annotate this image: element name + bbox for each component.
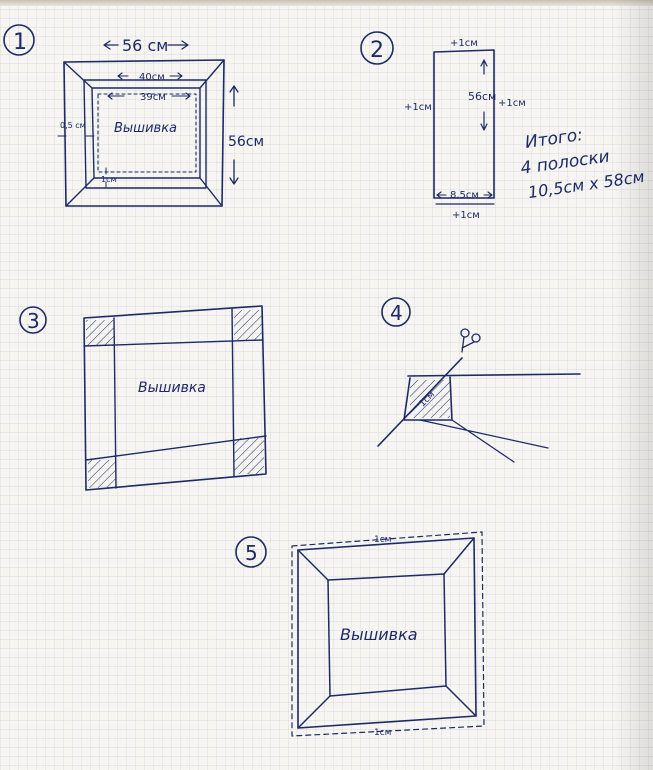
sketch1-top-arrows: [103, 40, 189, 50]
sketch2-length-arrows: [480, 59, 488, 131]
sketch1-right-arrows: [229, 85, 239, 185]
sketch1-inner-width: 40см: [139, 72, 165, 83]
sketch4-hatched-corner: [410, 380, 450, 418]
sketch1-embroidery-arrows: [107, 92, 191, 100]
sketch4-fold-lines: [419, 419, 549, 463]
sketch1-outer-width: 56 см: [122, 36, 168, 55]
sketch2-total-line1: Итого:: [524, 125, 584, 153]
step-4-number: 4: [390, 301, 403, 325]
sketch2-strip: [433, 49, 495, 199]
sketch5-dashed-outline: [291, 531, 485, 737]
step-1-number: 1: [13, 30, 27, 55]
sketch4-cut-line: [377, 357, 463, 447]
scissors-icon: [460, 328, 481, 353]
sketch1-embroidery-width: 39см: [140, 92, 166, 103]
sketch3-outer-frame: [83, 305, 267, 491]
sketch1-embroidery-dashed: [97, 93, 197, 173]
sketch2-length: 56см: [468, 90, 496, 103]
step-4-circle: [381, 297, 411, 327]
sketch5-embroidery-label: Вышивка: [340, 625, 418, 644]
sketch-1: 1 56 см 40см 39см Вышивка 0,5 см 1см 56с…: [3, 24, 264, 207]
sketch3-corner-tl: [86, 320, 114, 346]
sketch-4: 4 1см: [377, 297, 581, 463]
step-5-circle: [235, 536, 267, 568]
sketch2-width: 8,5см: [450, 190, 479, 201]
sketch2-right-allowance: +1см: [498, 98, 526, 109]
sketch5-top-allowance: 1см: [374, 535, 391, 545]
sketch2-total-note: Итого: 4 полоски 10,5см х 58см: [519, 125, 645, 202]
sketch1-side-margin: 0,5 см: [60, 121, 86, 130]
sketch2-bottom-allowance: +1см: [452, 210, 480, 221]
step-2-circle: [360, 31, 394, 65]
sketch4-strip-edge: [403, 373, 581, 421]
paper-top-edge: [0, 0, 653, 6]
step-2-number: 2: [370, 38, 384, 63]
step-3-circle: [19, 306, 47, 334]
sketch-2: 2 +1см +1см +1см 56см 8,5см +1см Итого: …: [360, 31, 646, 221]
sketch1-mitre-lines: [63, 59, 225, 207]
sketch3-corner-br: [234, 438, 264, 474]
sketch3-corner-tr: [234, 310, 262, 340]
step-1-circle: [3, 24, 35, 56]
sketch5-bottom-allowance: 1см: [374, 728, 391, 738]
sketch2-left-allowance: +1см: [404, 102, 432, 113]
sketch3-embroidery-label: Вышивка: [138, 380, 206, 396]
sketch2-top-allowance: +1см: [450, 38, 478, 49]
sketch3-strip-lines: [83, 307, 267, 489]
sketch1-bottom-margin: 1см: [101, 175, 117, 184]
sketch1-embroidery-label: Вышивка: [114, 121, 177, 136]
sketch3-corner-bl: [88, 460, 116, 488]
sketch5-mitre-lines: [297, 537, 477, 729]
sketch2-width-arrows: [436, 191, 493, 199]
paper-edge-shadow: [613, 0, 653, 770]
sketch1-inner-arrows: [117, 72, 183, 80]
step-3-number: 3: [27, 309, 40, 333]
sketch1-middle-frame: [83, 79, 207, 189]
step-5-number: 5: [245, 541, 258, 565]
sketch-3: 3 Вышивка: [19, 305, 267, 491]
sketch-5: 5 1см 1см Вышивка: [235, 531, 485, 738]
sketch1-outer-height: 56см: [228, 134, 264, 150]
